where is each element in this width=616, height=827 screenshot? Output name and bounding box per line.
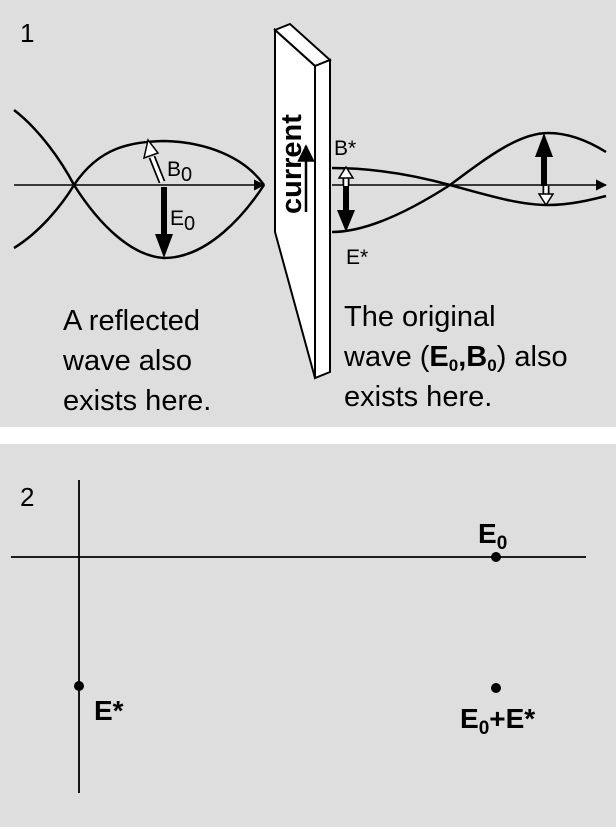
caption-right-line-3: exists here. bbox=[344, 381, 492, 413]
e-star-point-label: E* bbox=[94, 695, 124, 726]
e-star-label: E* bbox=[346, 246, 368, 269]
caption-left: A reflected wave also exists here. bbox=[62, 305, 211, 417]
caption-right-line-1: The original bbox=[344, 301, 496, 333]
caption-left-line-3: exists here. bbox=[63, 385, 211, 417]
current-label: current bbox=[276, 114, 308, 214]
panel-1-number: 1 bbox=[20, 18, 34, 48]
panel-2-background bbox=[0, 444, 616, 827]
e0-label: E0 bbox=[170, 207, 195, 235]
e-star-point bbox=[74, 681, 84, 691]
right-b-wave-curve bbox=[331, 166, 607, 207]
panel-2-number: 2 bbox=[20, 482, 34, 512]
caption-left-line-1: A reflected bbox=[63, 305, 200, 337]
left-wave: B0 E0 bbox=[13, 109, 266, 260]
current-sheet: current bbox=[273, 22, 332, 380]
right-e-wave-curve bbox=[331, 131, 607, 234]
caption-right: The original wave (E0,B0) also exists he… bbox=[343, 301, 568, 413]
b-star-label: B* bbox=[334, 137, 356, 160]
e0-point-label: E0 bbox=[478, 518, 507, 554]
left-b-wave-curve bbox=[13, 139, 266, 250]
sum-point-label: E0+E* bbox=[460, 703, 535, 739]
right-b0-arrow bbox=[537, 186, 555, 207]
b0-field-arrow bbox=[142, 138, 166, 184]
e0-field-arrow bbox=[155, 187, 173, 258]
right-wave: B* E* bbox=[331, 131, 608, 269]
phasor-diagram: E0 E* E0+E* bbox=[11, 480, 586, 793]
right-e0-arrow bbox=[535, 133, 553, 186]
e-star-arrow bbox=[337, 184, 355, 232]
left-e-wave-curve bbox=[13, 109, 266, 260]
sum-point bbox=[491, 683, 501, 693]
caption-right-line-2: wave (E0,B0) also bbox=[343, 341, 568, 375]
e0-point bbox=[491, 552, 501, 562]
b0-label: B0 bbox=[167, 158, 192, 186]
caption-left-line-2: wave also bbox=[62, 345, 192, 377]
b-star-arrow bbox=[337, 165, 355, 186]
